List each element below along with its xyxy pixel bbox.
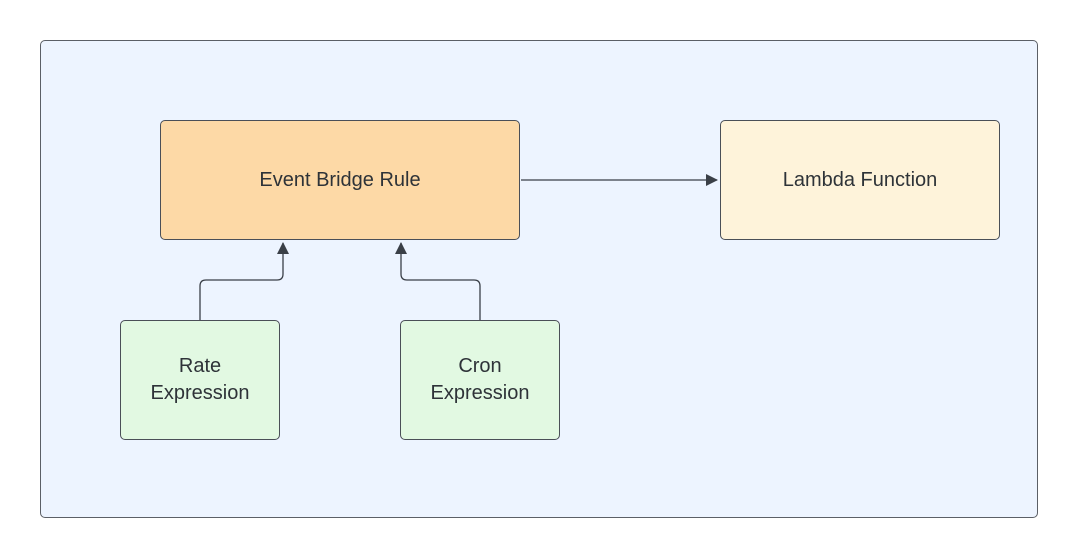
- rate-expression-label: Rate Expression: [150, 355, 250, 404]
- lambda-function-node[interactable]: Lambda Function: [720, 120, 1000, 240]
- diagram-container: [40, 40, 1038, 518]
- rate-expression-node[interactable]: Rate Expression: [120, 320, 280, 440]
- lambda-function-label: Lambda Function: [782, 168, 938, 191]
- event-bridge-rule-node[interactable]: Event Bridge Rule: [160, 120, 520, 240]
- cron-expression-label: Cron Expression: [430, 355, 530, 404]
- event-bridge-rule-label: Event Bridge Rule: [259, 168, 421, 191]
- cron-expression-node[interactable]: Cron Expression: [400, 320, 560, 440]
